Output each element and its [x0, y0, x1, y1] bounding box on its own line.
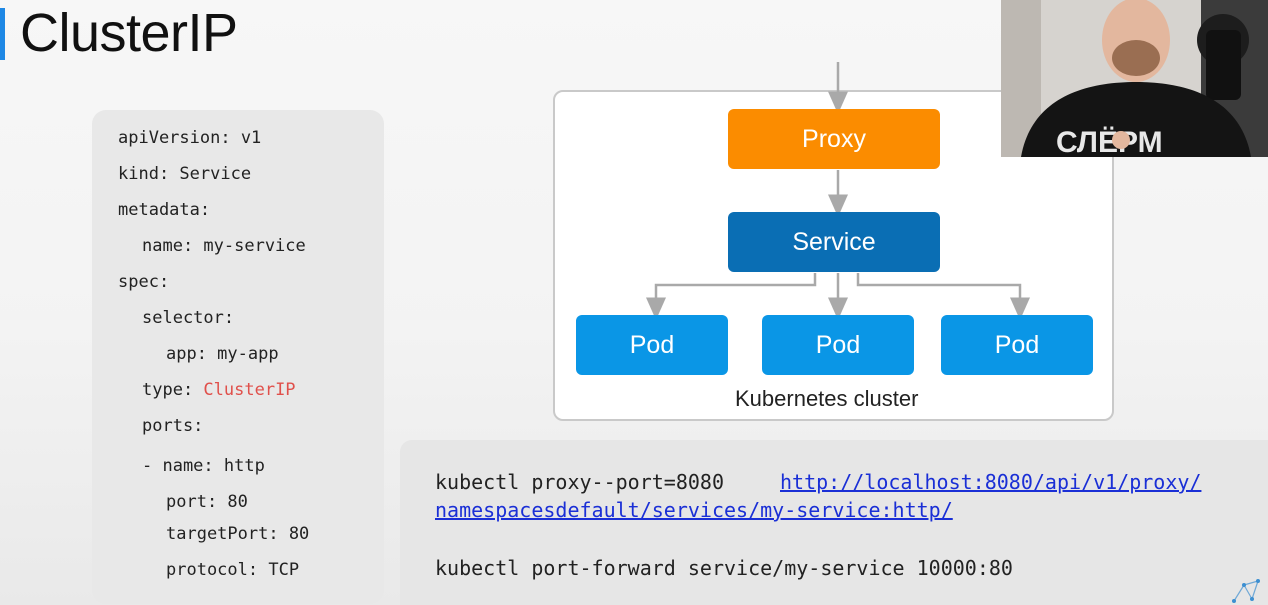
- yaml-type-value: ClusterIP: [203, 380, 296, 400]
- proxy-box: Proxy: [728, 109, 940, 169]
- proxy-url-link-continued[interactable]: namespacesdefault/services/my-service:ht…: [435, 498, 953, 522]
- yaml-line: spec:: [118, 272, 170, 292]
- yaml-line: protocol: TCP: [166, 560, 300, 580]
- corner-logo-icon: [1232, 579, 1260, 603]
- yaml-code-panel: [92, 110, 384, 604]
- kubectl-proxy-command: kubectl proxy--port=8080: [435, 470, 724, 494]
- yaml-line: - name: http: [142, 456, 265, 476]
- pod-box: Pod: [576, 315, 728, 375]
- cluster-label: Kubernetes cluster: [735, 386, 919, 411]
- presenter-image: СЛЁРМ: [1001, 0, 1268, 157]
- yaml-line: name: my-service: [142, 236, 306, 256]
- kubectl-port-forward-command: kubectl port-forward service/my-service …: [435, 556, 1013, 580]
- pod-box: Pod: [941, 315, 1093, 375]
- yaml-line: kind: Service: [118, 164, 252, 184]
- yaml-line: apiVersion: v1: [118, 128, 262, 148]
- commands-panel: [400, 440, 1268, 605]
- proxy-url-link[interactable]: http://localhost:8080/api/v1/proxy/: [780, 470, 1202, 494]
- yaml-key: type:: [142, 380, 204, 400]
- slide-title: ClusterIP: [20, 3, 238, 63]
- yaml-line: ports:: [142, 416, 204, 436]
- yaml-line: app: my-app: [166, 344, 279, 364]
- yaml-line-type: type: ClusterIP: [142, 380, 296, 400]
- pod-box: Pod: [762, 315, 914, 375]
- yaml-line: metadata:: [118, 200, 211, 220]
- yaml-line: selector:: [142, 308, 235, 328]
- service-box: Service: [728, 212, 940, 272]
- service-to-pod3-arrow: [856, 273, 1030, 320]
- yaml-line: targetPort: 80: [166, 524, 310, 544]
- title-accent-bar: [0, 8, 5, 60]
- shirt-logo-text: СЛЁРМ: [1056, 126, 1163, 157]
- yaml-line: port: 80: [166, 492, 248, 512]
- presenter-webcam: СЛЁРМ: [1001, 0, 1268, 157]
- service-to-pod1-arrow: [646, 273, 817, 320]
